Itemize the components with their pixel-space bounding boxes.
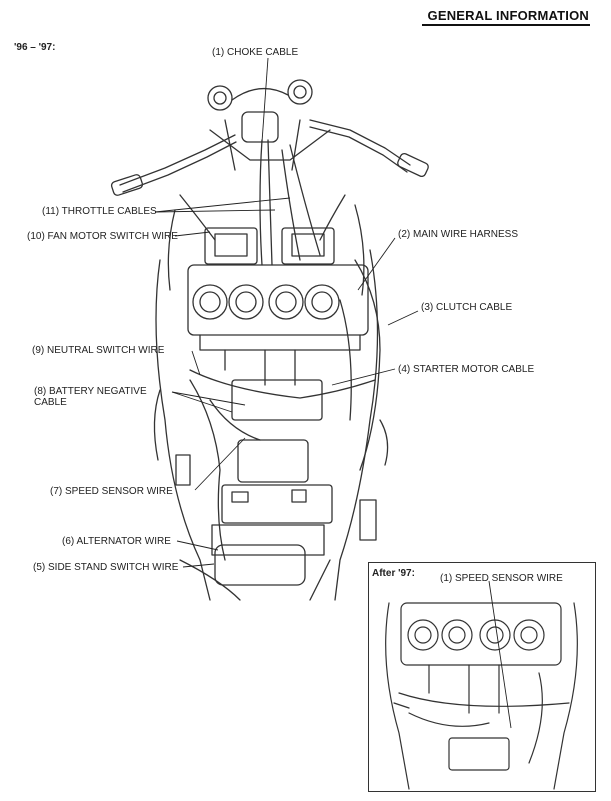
year-label: '96 – '97: bbox=[14, 42, 56, 53]
inset-figure bbox=[368, 562, 596, 792]
callout-neutral-switch-wire: (9) NEUTRAL SWITCH WIRE bbox=[32, 345, 165, 356]
callout-starter-motor-cable: (4) STARTER MOTOR CABLE bbox=[398, 364, 535, 375]
callout-fan-motor-switch-wire: (10) FAN MOTOR SWITCH WIRE bbox=[27, 231, 178, 242]
callout-throttle-cables: (11) THROTTLE CABLES bbox=[42, 206, 157, 217]
callout-main-wire-harness: (2) MAIN WIRE HARNESS bbox=[398, 229, 519, 240]
callout-speed-sensor-wire: (7) SPEED SENSOR WIRE bbox=[50, 486, 173, 497]
section-title: GENERAL INFORMATION bbox=[427, 8, 589, 23]
header-rule bbox=[422, 24, 590, 26]
inset-illustration bbox=[385, 580, 578, 790]
inset-callout-speed-sensor-wire: (1) SPEED SENSOR WIRE bbox=[440, 573, 563, 584]
callout-side-stand-switch-wire: (5) SIDE STAND SWITCH WIRE bbox=[33, 562, 179, 573]
inset-year-label: After '97: bbox=[372, 568, 415, 579]
callout-alternator-wire: (6) ALTERNATOR WIRE bbox=[62, 536, 171, 547]
callout-clutch-cable: (3) CLUTCH CABLE bbox=[421, 302, 513, 313]
callout-battery-negative-cable: (8) BATTERY NEGATIVE CABLE bbox=[34, 386, 147, 408]
callout-choke-cable: (1) CHOKE CABLE bbox=[212, 47, 299, 58]
